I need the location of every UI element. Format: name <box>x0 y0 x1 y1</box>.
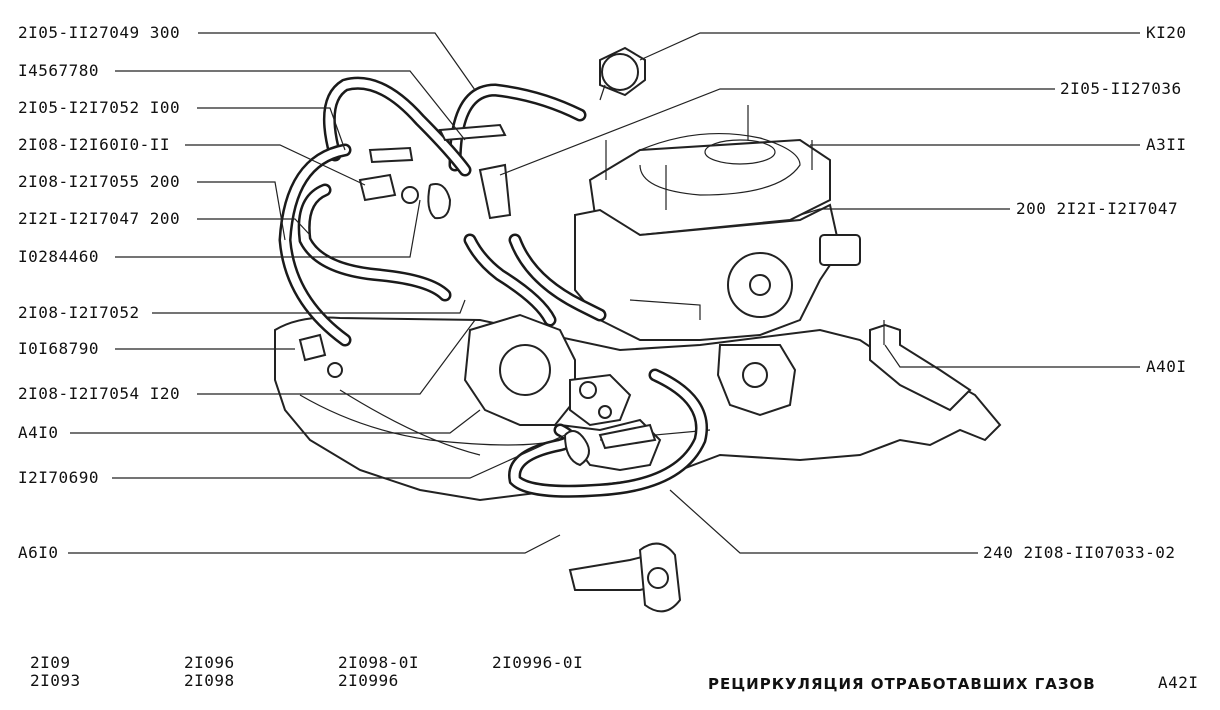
label-right-1: KI20 <box>1146 23 1187 42</box>
label-left-3: 2I05-I2I7052 I00 <box>18 98 181 117</box>
egr-valve <box>463 313 632 427</box>
page-title: РЕЦИРКУЛЯЦИЯ ОТРАБОТАВШИХ ГАЗОВ <box>708 675 1096 693</box>
label-left-11: A4I0 <box>18 423 59 442</box>
fittings <box>298 123 657 467</box>
footer-model-1b: 2I093 <box>30 671 81 690</box>
label-left-7: I0284460 <box>18 247 100 266</box>
footer-model-3a: 2I098-0I <box>338 653 420 672</box>
label-right-2: 2I05-II27036 <box>1060 79 1182 98</box>
label-left-9: I0I68790 <box>18 339 100 358</box>
footer-model-4a: 2I0996-0I <box>492 653 584 672</box>
label-left-5: 2I08-I2I7055 200 <box>18 172 181 191</box>
label-right-5: A40I <box>1146 357 1187 376</box>
label-left-4: 2I08-I2I60I0-II <box>18 135 170 154</box>
label-left-13: A6I0 <box>18 543 59 562</box>
page-number: A42I <box>1158 673 1199 692</box>
hoses <box>278 76 708 498</box>
footer-model-1a: 2I09 <box>30 653 71 672</box>
label-right-3: A3II <box>1146 135 1187 154</box>
label-left-12: I2I70690 <box>18 468 100 487</box>
label-right-4: 200 2I2I-I2I7047 <box>1016 199 1179 218</box>
footer-model-2a: 2I096 <box>184 653 235 672</box>
label-right-6: 240 2I08-II07033-02 <box>983 543 1176 562</box>
intake-manifold <box>274 316 1002 502</box>
footer-model-2b: 2I098 <box>184 671 235 690</box>
vacuum-valve <box>599 46 646 101</box>
label-left-1: 2I05-II27049 300 <box>18 23 181 42</box>
footer-model-3b: 2I0996 <box>338 671 399 690</box>
leader-lines <box>68 32 1140 554</box>
label-left-10: 2I08-I2I7054 I20 <box>18 384 181 403</box>
label-left-2: I4567780 <box>18 61 100 80</box>
label-left-8: 2I08-I2I7052 <box>18 303 140 322</box>
carburettor <box>574 105 861 417</box>
label-left-6: 2I2I-I2I7047 200 <box>18 209 181 228</box>
